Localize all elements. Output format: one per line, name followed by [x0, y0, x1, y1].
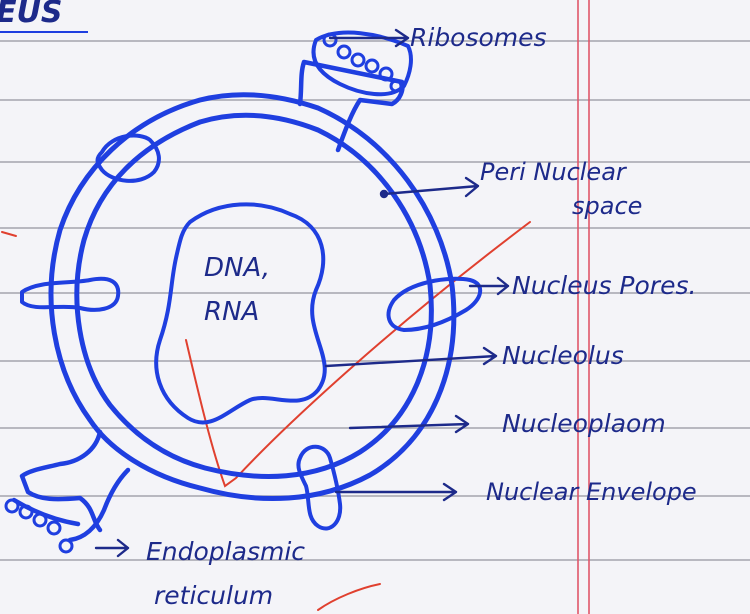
- label-nucleolus: Nucleolus: [502, 341, 624, 370]
- ribosomes-top: [313, 33, 410, 95]
- label-er-1: Endoplasmic: [146, 537, 305, 566]
- inner-label-line1: DNA,: [204, 253, 270, 283]
- arrow-nucleolus: [326, 348, 496, 366]
- label-er-2: reticulum: [154, 581, 273, 610]
- nuclear-pores: [22, 136, 480, 529]
- arrow-er: [96, 540, 128, 556]
- pore-left: [22, 279, 118, 310]
- arrow-perinuclear: [384, 178, 478, 196]
- label-perinuclear-2: space: [572, 192, 642, 220]
- heading-fragment: EUS: [0, 0, 62, 30]
- label-perinuclear-1: Peri Nuclear: [480, 158, 628, 186]
- ribosomes-bottom: [6, 500, 72, 552]
- label-nucleus-pores: Nucleus Pores.: [512, 271, 696, 300]
- label-ribosomes: Ribosomes: [410, 23, 547, 52]
- inner-label-line2: RNA: [204, 297, 259, 327]
- arrow-envelope: [336, 484, 456, 500]
- pore-right: [389, 279, 481, 330]
- label-nuclear-envelope: Nuclear Envelope: [486, 478, 697, 506]
- pore-top-left: [98, 136, 159, 181]
- arrow-nucleoplasm: [350, 416, 468, 432]
- label-nucleoplasm: Nucleoplaom: [502, 409, 666, 438]
- margin-lines: [578, 0, 589, 614]
